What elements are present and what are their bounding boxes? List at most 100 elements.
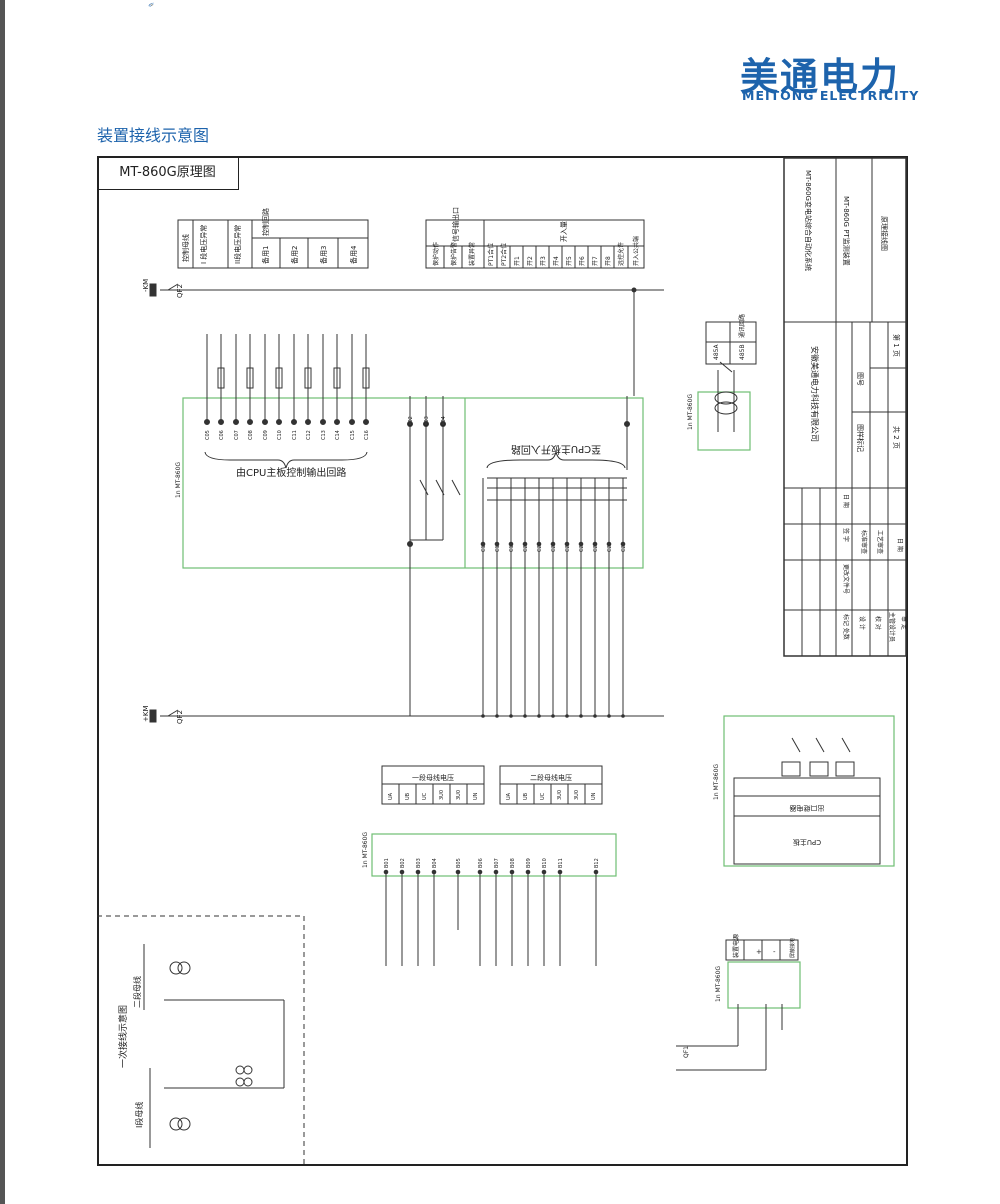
power-header: 装置电源: [732, 934, 740, 958]
voltage-terminal-label: B06: [478, 858, 484, 868]
input-row-7: 开6: [579, 256, 586, 266]
output-terminal-label: C07: [234, 430, 240, 440]
tb-row-3: 主管设计员: [888, 612, 896, 642]
brand-logo-icon: [148, 2, 155, 7]
voltage-terminal-dot: [493, 869, 499, 875]
output-terminal-label: C08: [248, 430, 254, 440]
output-terminal-label: C05: [205, 430, 211, 440]
voltage-terminal-dot: [477, 869, 483, 875]
input-circuits: [486, 396, 628, 501]
input-terminal-label: C24: [579, 542, 585, 552]
voltage-inputs: [385, 870, 597, 966]
bus-ii-label: 二段母线: [132, 976, 142, 1008]
brand-name-cn: 美通电力: [740, 55, 901, 99]
input-row-11: 开入公共端: [632, 236, 640, 266]
output-terminal-label: C06: [219, 430, 225, 440]
power-table: [676, 939, 801, 1071]
bus-junction: [509, 714, 513, 718]
output-terminal-label: C09: [263, 430, 269, 440]
comm-485a: 485A: [713, 344, 720, 360]
tb-sheet-no: 第 1 页: [892, 334, 901, 357]
power-ground: 屏蔽接地: [789, 938, 796, 958]
signal-terminal-label: C03: [424, 416, 430, 426]
input-terminal-label: C20: [523, 542, 529, 552]
signal-terminal-label: C04: [441, 416, 447, 426]
device-label-2: 1n MT-860G: [713, 764, 720, 800]
input-row-2: 开1: [514, 256, 521, 266]
km-top-label: -KM: [142, 279, 150, 292]
bus-junction: [593, 714, 597, 718]
spare-2: 备用2: [290, 246, 299, 264]
section-title: 装置接线示意图: [97, 126, 210, 145]
bus1-3u0b: 3U0: [456, 790, 462, 800]
input-terminal-label: C17: [481, 542, 487, 552]
bus2-header: 二段母线电压: [530, 773, 572, 782]
output-terminal-label: C12: [306, 430, 312, 440]
tb-system: MT-860G变电站综合自动化系统: [804, 170, 813, 271]
signal-row-1: 保护告警: [450, 242, 458, 266]
tb-row-0: 标记 处数: [842, 614, 850, 640]
device-label-4: 1n MT-860G: [687, 394, 694, 430]
signal-row-2: 装置异常: [468, 242, 476, 266]
tb-row-2: 校 对: [874, 616, 882, 630]
bus1-3u0a: 3U0: [439, 790, 445, 800]
relay-module: [723, 715, 895, 867]
input-row-3: 开2: [527, 256, 534, 266]
voltage-terminal-label: B01: [384, 858, 390, 868]
bus1-ua: UA: [388, 792, 394, 800]
tb-code-label: 图号: [856, 372, 864, 386]
output-relays: [204, 334, 370, 469]
signal-header: 信号输出口: [451, 207, 460, 242]
primary-label: 一次接线示意图: [117, 1005, 129, 1068]
tb-sheet-total: 共 2 页: [892, 426, 901, 449]
tb-row-4: 审 定: [900, 616, 908, 630]
voltage-terminal-label: B12: [594, 858, 600, 868]
input-terminal-label: C18: [495, 542, 501, 552]
voltage-terminal-label: B05: [456, 858, 462, 868]
title-block: [783, 157, 907, 657]
out-relay-label: 出口继电器: [790, 804, 825, 813]
control-group-header: 控制回路: [261, 208, 270, 236]
voltage-terminal-dot: [525, 869, 531, 875]
bus2-un: UN: [591, 792, 597, 800]
tb-drawing: 原理接线图: [880, 216, 889, 251]
input-terminal-label: C19: [509, 542, 515, 552]
voltage-terminal-label: B04: [432, 858, 438, 868]
bus-voltage-table: [381, 765, 603, 805]
voltage-terminal-dot: [557, 869, 563, 875]
voltage-terminal-label: B11: [558, 858, 564, 868]
tb-col-file: 更改文件号: [842, 564, 850, 594]
bus1-un: UN: [473, 792, 479, 800]
control-col1: I 段电压异常: [199, 225, 208, 264]
tb-review-proc: 工艺审查: [876, 530, 884, 554]
input-row-0: PT1合位: [487, 243, 495, 266]
bus-junction: [523, 714, 527, 718]
voltage-terminal-dot: [383, 869, 389, 875]
voltage-terminal-label: B02: [400, 858, 406, 868]
output-terminal-label: C16: [364, 430, 370, 440]
bus-junction: [579, 714, 583, 718]
input-terminal-label: C23: [565, 542, 571, 552]
device-label-3: 1n MT-860G: [362, 832, 369, 868]
bus1-header: 一段母线电压: [412, 773, 454, 782]
page-edge: [0, 0, 5, 1204]
voltage-terminal-dot: [509, 869, 515, 875]
voltage-terminal-label: B10: [542, 858, 548, 868]
cpu-input-label: 至CPU主板开入回路: [511, 443, 601, 456]
bus2-3u0b: 3U0: [574, 790, 580, 800]
km-mid-label: +KM: [142, 706, 150, 723]
bus2-ua: UA: [506, 792, 512, 800]
output-terminal-label: C15: [350, 430, 356, 440]
bus1-uc: UC: [422, 792, 428, 800]
input-terminal-label: C27: [621, 542, 627, 552]
tb-review-date: 日 期: [896, 538, 904, 552]
brand-name-en: MEITONG ELECTRICITY: [742, 88, 920, 103]
output-terminal-label: C11: [292, 430, 298, 440]
output-terminal-label: C13: [321, 430, 327, 440]
voltage-terminal-dot: [541, 869, 547, 875]
device-label-1: 1n MT-860G: [175, 462, 182, 498]
bus-junction: [621, 714, 625, 718]
bus-junction: [551, 714, 555, 718]
input-row-9: 开8: [605, 256, 612, 266]
